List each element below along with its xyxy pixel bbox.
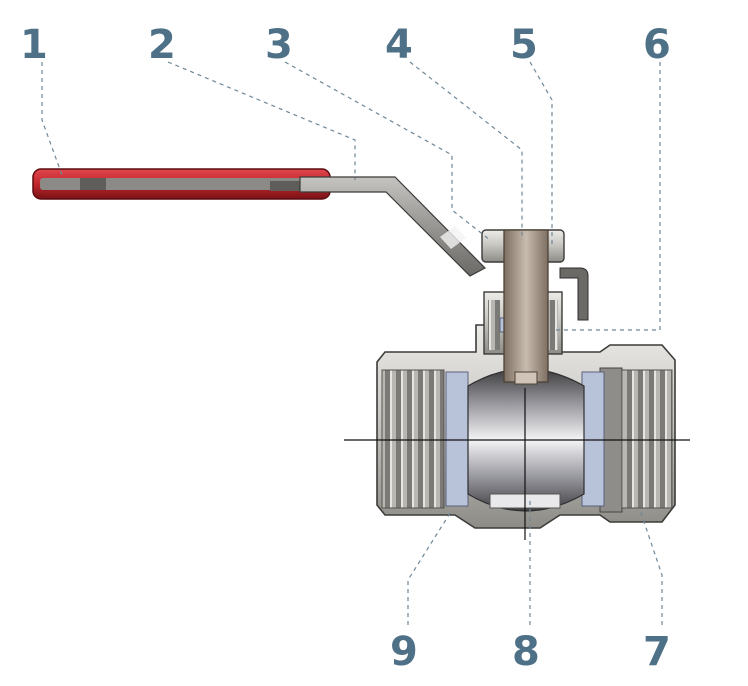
leader-9	[407, 509, 453, 625]
callout-1: 1	[20, 22, 48, 68]
valve-stem	[503, 229, 549, 385]
callout-numbers: 1 2 3 4 5 6 9 8 7	[20, 22, 671, 675]
handle-grip	[32, 168, 331, 200]
seat-rings	[445, 371, 605, 507]
leader-4	[409, 61, 523, 240]
leader-1	[41, 62, 63, 176]
leader-3	[284, 61, 491, 241]
handle-lever-arm	[299, 176, 486, 277]
callout-5: 5	[510, 22, 538, 68]
leader-2	[167, 61, 356, 180]
leader-5	[529, 61, 553, 245]
callout-6: 6	[643, 22, 671, 68]
callout-3: 3	[265, 22, 293, 68]
callout-9: 9	[390, 629, 418, 675]
leader-7	[639, 509, 663, 625]
leader-6	[552, 62, 661, 331]
callout-8: 8	[512, 629, 540, 675]
stop-pin	[559, 267, 589, 321]
callout-7: 7	[643, 629, 671, 675]
leader-lines	[41, 61, 663, 625]
callout-4: 4	[385, 22, 413, 68]
callout-2: 2	[148, 22, 176, 68]
